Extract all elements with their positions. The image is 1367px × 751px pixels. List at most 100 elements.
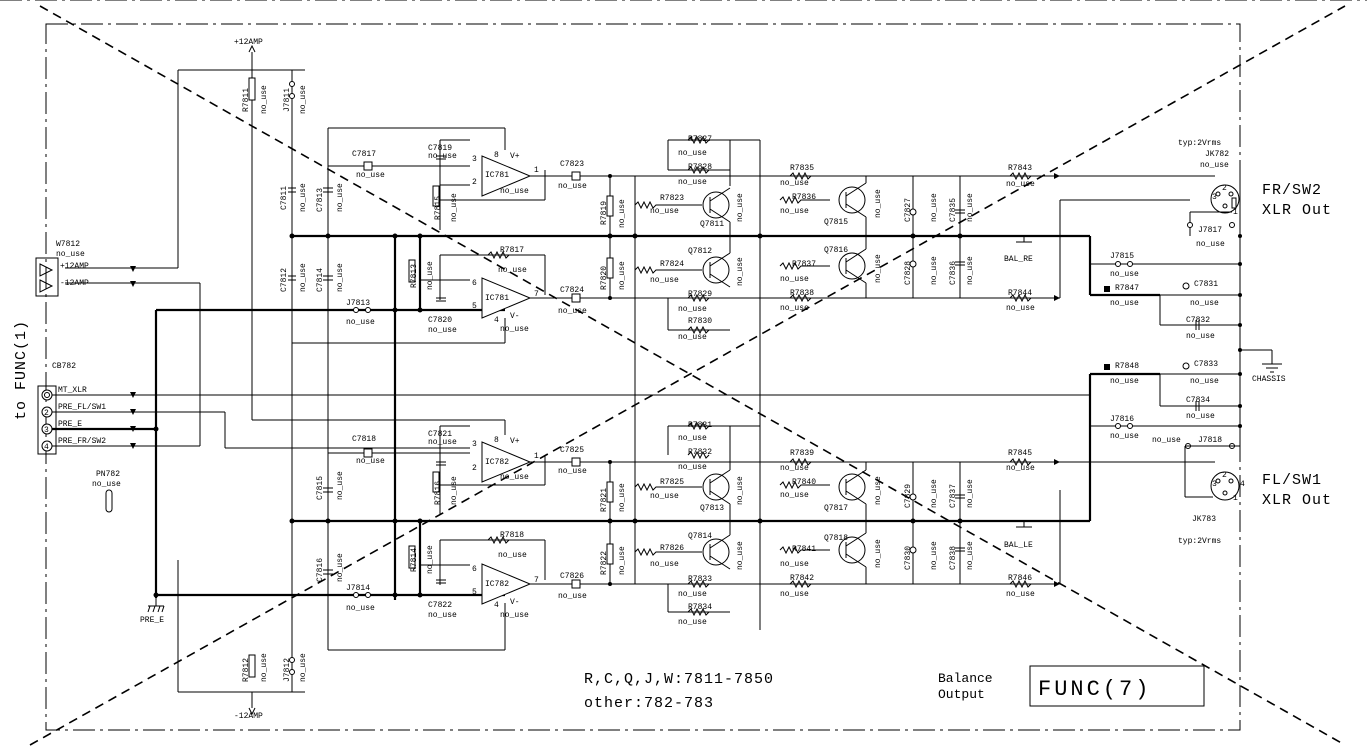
block-title: FUNC(7) — [1038, 677, 1151, 702]
svg-text:no_use: no_use — [1152, 436, 1181, 445]
svg-text:no_use: no_use — [428, 611, 457, 620]
svg-text:C7822: C7822 — [428, 601, 452, 610]
svg-text:PRE_FR/SW2: PRE_FR/SW2 — [58, 437, 106, 446]
svg-text:CB782: CB782 — [52, 362, 76, 371]
svg-text:no_use: no_use — [558, 592, 587, 601]
svg-text:C7817: C7817 — [352, 150, 376, 159]
svg-text:IC781: IC781 — [485, 294, 509, 303]
svg-text:no_use: no_use — [426, 545, 435, 574]
svg-text:7: 7 — [534, 290, 539, 299]
svg-text:Q7812: Q7812 — [688, 247, 712, 256]
svg-text:Q7818: Q7818 — [824, 534, 848, 543]
svg-text:FR/SW2: FR/SW2 — [1262, 182, 1322, 199]
note-line-1: R,C,Q,J,W:7811-7850 — [584, 671, 774, 688]
svg-text:R7832: R7832 — [688, 448, 712, 457]
svg-text:R7821: R7821 — [600, 488, 609, 512]
svg-text:C7833: C7833 — [1194, 360, 1218, 369]
svg-text:C7811: C7811 — [280, 186, 289, 210]
svg-text:XLR Out: XLR Out — [1262, 202, 1332, 219]
svg-text:no_use: no_use — [498, 266, 527, 275]
svg-text:no_use: no_use — [618, 546, 627, 575]
balance-label-1: Balance — [938, 671, 993, 686]
svg-text:no_use: no_use — [336, 183, 345, 212]
svg-text:J7816: J7816 — [1110, 415, 1134, 424]
svg-text:C7832: C7832 — [1186, 316, 1210, 325]
svg-text:3: 3 — [472, 155, 477, 164]
svg-text:no_use: no_use — [1190, 377, 1219, 386]
svg-text:4: 4 — [44, 443, 49, 452]
svg-text:R7820: R7820 — [600, 266, 609, 290]
svg-text:J7814: J7814 — [346, 584, 370, 593]
svg-text:no_use: no_use — [260, 653, 269, 682]
svg-text:PRE_E: PRE_E — [58, 420, 82, 429]
coupling-caps: C7823 no_use C7824 no_use C7825 no_use C… — [545, 160, 760, 601]
svg-text:typ:2Vrms: typ:2Vrms — [1178, 139, 1221, 148]
svg-text:R7816: R7816 — [434, 481, 443, 505]
svg-text:Q7813: Q7813 — [700, 504, 724, 513]
svg-text:no_use: no_use — [966, 256, 975, 285]
block-title-box — [1029, 665, 1205, 707]
svg-text:C7836: C7836 — [949, 261, 958, 285]
svg-text:no_use: no_use — [678, 434, 707, 443]
svg-text:6: 6 — [472, 279, 477, 288]
svg-text:no_use: no_use — [1110, 270, 1139, 279]
svg-text:BAL_RE: BAL_RE — [1004, 255, 1033, 264]
svg-text:R7824: R7824 — [660, 260, 684, 269]
svg-text:no_use: no_use — [780, 179, 809, 188]
svg-text:3: 3 — [1212, 480, 1217, 489]
svg-text:no_use: no_use — [930, 479, 939, 508]
svg-text:no_use: no_use — [678, 590, 707, 599]
svg-text:C7827: C7827 — [904, 198, 913, 222]
svg-text:5: 5 — [472, 588, 477, 597]
svg-text:R7844: R7844 — [1008, 289, 1032, 298]
svg-text:3: 3 — [44, 426, 49, 435]
svg-text:V-: V- — [510, 598, 520, 607]
svg-text:R7839: R7839 — [790, 449, 814, 458]
note-line-2: other:782-783 — [584, 695, 714, 712]
svg-text:+12AMP: +12AMP — [60, 262, 89, 271]
svg-text:no_use: no_use — [498, 551, 527, 560]
svg-text:no_use: no_use — [780, 560, 809, 569]
svg-text:no_use: no_use — [336, 553, 345, 582]
svg-text:no_use: no_use — [1110, 377, 1139, 386]
svg-text:J7817: J7817 — [1198, 226, 1222, 235]
svg-text:no_use: no_use — [56, 250, 85, 259]
svg-text:4: 4 — [494, 316, 499, 325]
svg-text:V+: V+ — [510, 152, 520, 161]
svg-text:no_use: no_use — [558, 467, 587, 476]
svg-text:no_use: no_use — [618, 199, 627, 228]
supply-resistors: R7811 no_use J7811 no_use R7812 no_use J… — [242, 77, 308, 682]
svg-text:R7827: R7827 — [688, 135, 712, 144]
svg-text:8: 8 — [494, 436, 499, 445]
svg-text:Q7814: Q7814 — [688, 532, 712, 541]
svg-text:R7833: R7833 — [688, 575, 712, 584]
svg-text:R7818: R7818 — [500, 531, 524, 540]
input-network: C7817 no_use C7818 no_use C7819 no_use C… — [328, 139, 546, 620]
svg-text:no_use: no_use — [780, 275, 809, 284]
svg-text:Q7816: Q7816 — [824, 246, 848, 255]
svg-text:J7813: J7813 — [346, 299, 370, 308]
svg-text:no_use: no_use — [1186, 412, 1215, 421]
svg-text:no_use: no_use — [678, 178, 707, 187]
svg-text:R7814: R7814 — [410, 548, 419, 572]
output-section: J7815 no_use R7847 no_use C7831 no_use C… — [1059, 139, 1332, 584]
svg-text:no_use: no_use — [428, 326, 457, 335]
svg-text:-12AMP: -12AMP — [234, 712, 263, 721]
svg-text:no_use: no_use — [966, 541, 975, 570]
svg-text:no_use: no_use — [618, 261, 627, 290]
svg-text:no_use: no_use — [426, 261, 435, 290]
output-caps: C7827 no_use C7828 no_use C7835 no_use C… — [904, 176, 975, 584]
svg-text:no_use: no_use — [650, 276, 679, 285]
svg-text:C7826: C7826 — [560, 572, 584, 581]
svg-text:8: 8 — [494, 151, 499, 160]
connector-cb782: 2 3 4 CB782 MT_XLR PRE_FL/SW1 PRE_E PRE_… — [37, 362, 1090, 455]
svg-text:1: 1 — [1233, 208, 1238, 217]
svg-text:BAL_LE: BAL_LE — [1004, 541, 1033, 550]
border-frame — [45, 23, 1241, 731]
svg-text:C7816: C7816 — [316, 558, 325, 582]
svg-text:no_use: no_use — [736, 541, 745, 570]
svg-text:no_use: no_use — [678, 463, 707, 472]
svg-text:R7835: R7835 — [790, 164, 814, 173]
svg-text:FL/SW1: FL/SW1 — [1262, 472, 1322, 489]
svg-text:no_use: no_use — [650, 207, 679, 216]
